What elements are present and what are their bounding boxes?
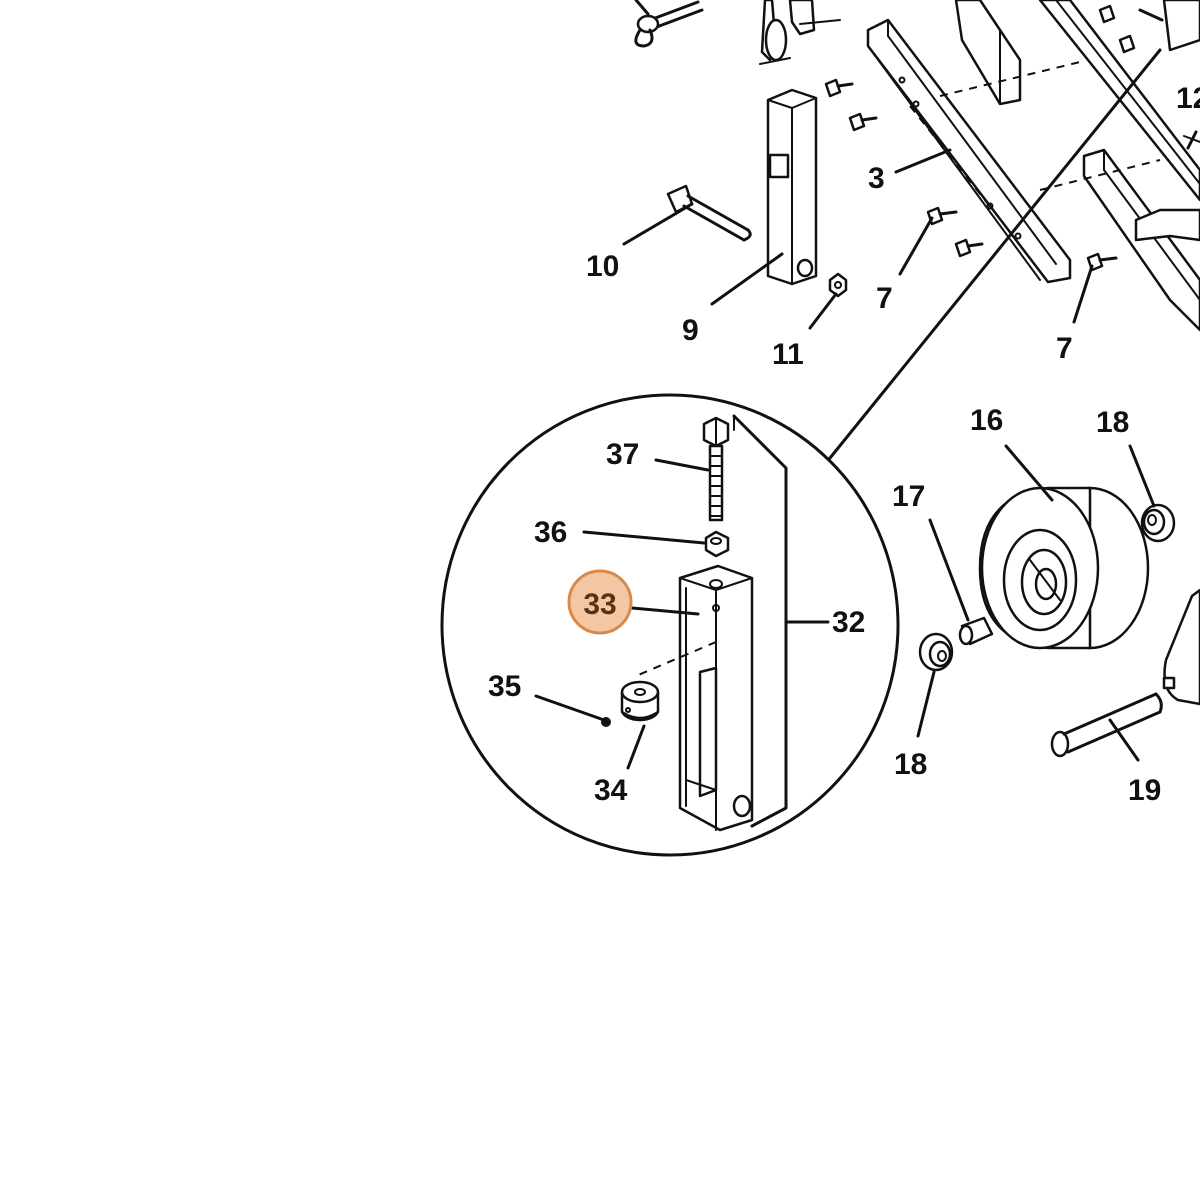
top-assembly [634,0,1200,332]
leader-lines [534,130,1198,770]
callout-11[interactable]: 11 [772,338,804,371]
callout-10[interactable]: 10 [586,250,619,283]
part-37-bolt [702,416,730,522]
part-9-post [766,88,818,286]
part-11-nut [828,272,848,298]
callout-17[interactable]: 17 [892,480,925,513]
highlight-callout-33[interactable]: 33 [567,569,633,635]
part-16-wheel [978,486,1150,650]
callout-19[interactable]: 19 [1128,774,1161,807]
callout-32[interactable]: 32 [832,606,865,639]
part-17-bushing [958,616,994,646]
callout-33[interactable]: 33 [583,588,616,621]
part-19-axle-bolt [1050,692,1163,758]
part-33-bracket [635,564,754,832]
callout-12[interactable]: 12 [1176,82,1200,115]
part-34-collar [620,680,660,722]
part-3-rail [866,18,1072,284]
clevis-pin [634,0,704,48]
callout-37[interactable]: 37 [606,438,639,471]
callout-3[interactable]: 3 [868,162,885,195]
callout-7-right[interactable]: 7 [1056,332,1073,365]
callout-labels: 3 7 7 9 10 11 12 16 17 18 18 19 32 34 35… [488,82,1200,807]
callout-35[interactable]: 35 [488,670,521,703]
detail-view [440,48,1162,857]
part-18-bearing-left [918,632,954,672]
caster-fork [759,0,841,65]
callout-34[interactable]: 34 [594,774,628,807]
wheel-group [918,486,1200,758]
callout-18-left[interactable]: 18 [894,748,927,781]
part-10-bolt [666,184,752,242]
callout-18-right[interactable]: 18 [1096,406,1129,439]
part-18-bearing-right [1140,503,1176,543]
callout-7-left[interactable]: 7 [876,282,893,315]
wheel-fork-plate [1162,588,1200,706]
highlight-marker [567,569,633,635]
part-32-plate [732,414,788,828]
callout-9[interactable]: 9 [682,314,699,347]
callout-16[interactable]: 16 [970,404,1003,437]
part-36-nut [704,530,730,558]
callout-36[interactable]: 36 [534,516,567,549]
